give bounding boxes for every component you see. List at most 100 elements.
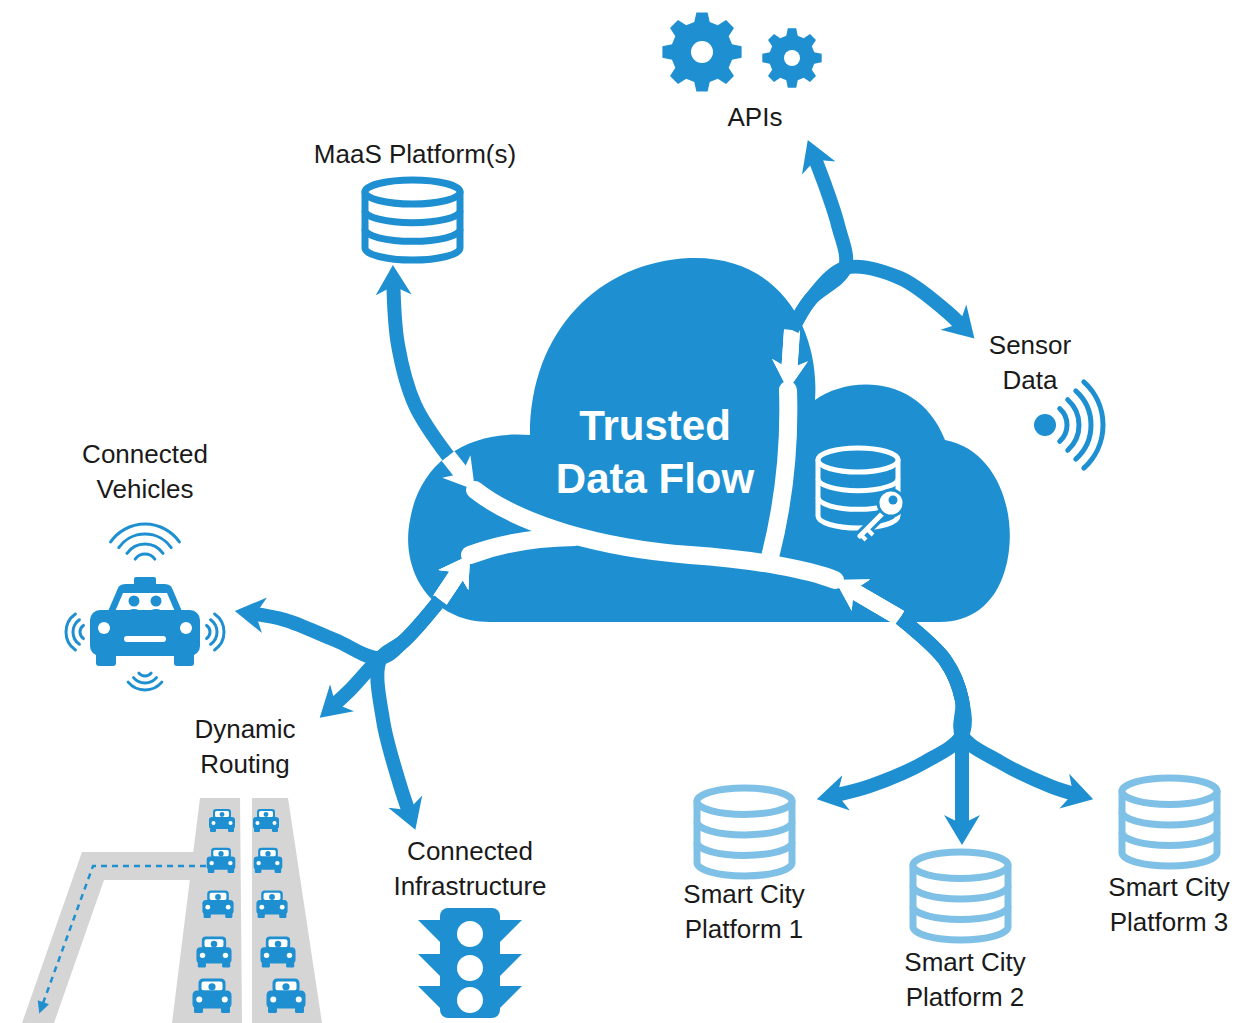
car-driver [218, 851, 223, 856]
car-wheel [275, 869, 282, 873]
car-light [270, 997, 276, 1003]
car-window [205, 939, 224, 947]
database-band [365, 229, 460, 241]
car-body [260, 947, 295, 963]
lamp [457, 955, 483, 981]
connector [789, 267, 962, 372]
car-wheel [258, 913, 265, 918]
light-visor [418, 920, 440, 942]
car-window [260, 850, 275, 857]
car-driver [275, 941, 281, 947]
icon-group [1122, 778, 1217, 866]
key-tooth [867, 529, 873, 535]
icon-group [408, 258, 1010, 622]
sensor-wave [1076, 391, 1091, 459]
passenger [129, 596, 140, 607]
database-band [1122, 812, 1217, 825]
car-wheel [204, 913, 211, 918]
connector [851, 589, 1076, 794]
traffic-light [440, 908, 500, 1018]
icon-group [418, 908, 522, 1018]
sensor-wave [1060, 409, 1067, 442]
signal-wave [135, 554, 155, 559]
database-band [697, 842, 792, 855]
car-light [205, 905, 210, 910]
road [252, 798, 322, 1023]
connector-inner [440, 570, 460, 600]
car-wheel [225, 913, 232, 918]
connector [851, 589, 964, 827]
node-label: APIs [700, 100, 810, 135]
light-visor [500, 986, 522, 1008]
signal-wave [134, 678, 157, 683]
database-top [913, 852, 1008, 878]
node-label: Dynamic Routing [175, 712, 315, 782]
car-wheel [222, 962, 230, 967]
key-hole [889, 496, 898, 505]
car-light [264, 953, 269, 958]
car-wheel [254, 828, 260, 832]
connector-line [393, 283, 448, 456]
car-window [259, 811, 273, 817]
car-light [256, 821, 260, 825]
signal-wave [80, 625, 83, 638]
node-label: Smart City Platform 3 [1093, 870, 1245, 940]
car-body [256, 900, 287, 914]
car-driver [264, 812, 269, 817]
car-light [256, 861, 260, 865]
car-wheel [208, 869, 215, 873]
car-wheel [272, 828, 278, 832]
car-wheel [262, 962, 270, 967]
car-wheel [268, 1007, 277, 1013]
connector [834, 589, 964, 795]
car-light [200, 953, 205, 958]
light-visor [500, 920, 522, 942]
car-driver [215, 894, 221, 900]
light-visor [418, 986, 440, 1008]
car-light [296, 997, 302, 1003]
database-band [365, 211, 460, 223]
light-visor [500, 954, 522, 976]
car-light [209, 861, 213, 865]
icon-group [365, 180, 460, 260]
connector-line [792, 267, 962, 330]
icon-picture [60, 435, 235, 695]
car-body [267, 991, 306, 1009]
icon-group [697, 788, 792, 876]
connector-line [253, 600, 440, 658]
car-wheel [194, 1007, 203, 1013]
connector-line [900, 618, 1076, 794]
car-body [254, 857, 283, 870]
connector-line [834, 618, 964, 795]
database-band [913, 906, 1008, 919]
car-body [209, 817, 235, 829]
node-label: Connected Infrastructure [377, 834, 563, 904]
light-visor [418, 954, 440, 976]
signal-wave [215, 614, 224, 650]
signal-wave [211, 620, 217, 645]
connector-line [900, 618, 963, 827]
signal-wave [73, 620, 79, 645]
sensor-node: Sensor Data [975, 328, 1135, 473]
infrastructure-node: Connected Infrastructure [385, 830, 575, 1020]
signal-wave [127, 544, 163, 553]
key-tooth [861, 535, 866, 540]
car-driver [282, 983, 289, 990]
api-node: APIs [660, 5, 830, 140]
road [22, 852, 202, 1023]
car-wheel [221, 1007, 230, 1013]
car-light [280, 905, 285, 910]
car-light [212, 821, 216, 825]
signal-wave [66, 614, 75, 650]
car-wheel [286, 962, 294, 967]
lamp [457, 921, 483, 947]
icon-group [22, 798, 322, 1023]
car-wheel [255, 869, 262, 873]
icon-group [662, 12, 821, 91]
road [172, 798, 242, 1023]
gear-icon [762, 28, 821, 87]
lamp [457, 987, 483, 1013]
car-body [207, 857, 236, 870]
car-window [202, 982, 223, 991]
